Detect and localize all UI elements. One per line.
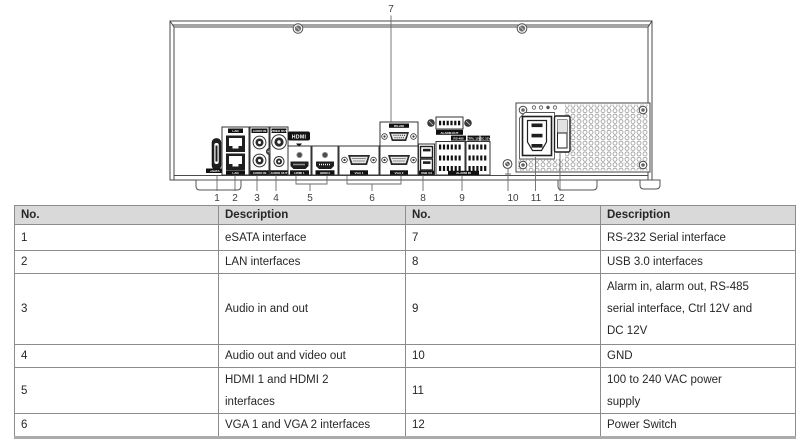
cell-no: 1 — [14, 224, 219, 251]
lan-top-label: LAN — [232, 129, 238, 133]
cell-description: VGA 1 and VGA 2 interfaces — [218, 413, 406, 438]
cell-description: Audio out and video out — [218, 344, 406, 368]
header-description-left: Description — [218, 205, 406, 225]
hdmi2-label: HDMI 2 — [320, 171, 330, 175]
cell-no: 12 — [405, 413, 601, 438]
cell-no: 11 — [405, 367, 601, 414]
av-out-ports: VIDEO OUT AUDIO OUT — [269, 126, 289, 176]
callout-numbers: 7 1 2 3 4 5 6 8 9 10 11 12 — [214, 4, 565, 204]
usb-ports: USB 3.0 — [418, 143, 435, 176]
rs232-port: RS-232 — [379, 121, 419, 147]
callout-7: 7 — [388, 4, 394, 15]
psu-leader-lines — [535, 153, 561, 191]
video-out-top-label: VIDEO OUT — [271, 129, 288, 133]
esata-port: eSATA — [206, 138, 224, 173]
callout-9: 9 — [459, 193, 465, 204]
vga-port-2: VGA 2 — [379, 145, 419, 176]
table-row: 5 HDMI 1 and HDMI 2 interfaces 11 100 to… — [14, 367, 796, 414]
table-row: 4 Audio out and video out 10 GND — [14, 344, 796, 368]
power-supply-plate — [515, 102, 651, 173]
hdmi1-label: HDMI 1 — [294, 171, 304, 175]
callout-3: 3 — [254, 193, 260, 204]
gnd-screw — [502, 159, 513, 169]
cell-no: 8 — [405, 250, 601, 274]
hdmi-badge: HDMI — [288, 131, 310, 147]
table-header-row: No. Description No. Description — [14, 205, 796, 225]
alarm-in-label: ALARM IN — [456, 171, 471, 175]
cell-description: eSATA interface — [218, 224, 406, 251]
ctrl-12v-label: CTRL 12V — [466, 137, 480, 141]
vga2-label: VGA 2 — [395, 171, 404, 175]
cell-no: 5 — [14, 367, 219, 414]
callout-2: 2 — [232, 193, 238, 204]
callout-5: 5 — [307, 193, 313, 204]
hdmi-port-2: HDMI 2 — [311, 145, 339, 176]
callout-11: 11 — [531, 193, 542, 204]
rear-panel-diagram: eSATA LAN LAN AUDIO IN AUDIO IN VID — [0, 0, 807, 205]
callout-6: 6 — [369, 193, 375, 204]
cell-no: 3 — [14, 273, 219, 345]
cell-description: 100 to 240 VAC power supply — [600, 367, 796, 414]
cell-description: USB 3.0 interfaces — [600, 250, 796, 274]
cell-description: RS-232 Serial interface — [600, 224, 796, 251]
alarm-terminal-blocks: ALARM OUT RS-485 CTRL 12V DC 12V ALARM I… — [427, 116, 491, 176]
vga-port-1: VGA 1 — [338, 145, 380, 176]
audio-in-ports: AUDIO IN AUDIO IN — [249, 126, 270, 176]
cell-description: HDMI 1 and HDMI 2 interfaces — [218, 367, 406, 414]
cell-description: GND — [600, 344, 796, 368]
cell-no: 10 — [405, 344, 601, 368]
table-row: 1 eSATA interface 7 RS-232 Serial interf… — [14, 224, 796, 251]
usb-label: USB 3.0 — [421, 171, 433, 175]
lan-bottom-label: LAN — [232, 171, 238, 175]
chassis-feet — [195, 179, 661, 191]
header-no-left: No. — [14, 205, 219, 225]
power-switch — [553, 115, 571, 153]
dc-12v-label: DC 12V — [480, 137, 491, 141]
table-row: 3 Audio in and out 9 Alarm in, alarm out… — [14, 273, 796, 345]
hdmi-port-1: HDMI 1 — [287, 145, 312, 176]
callout-1: 1 — [214, 193, 220, 204]
rs485-label: RS-485 — [453, 137, 464, 141]
table-row: 6 VGA 1 and VGA 2 interfaces 12 Power Sw… — [14, 413, 796, 438]
cell-no: 9 — [405, 273, 601, 345]
audio-out-bottom-label: AUDIO OUT — [271, 171, 288, 175]
header-description-right: Description — [600, 205, 796, 225]
svg-text:HDMI: HDMI — [292, 134, 307, 140]
lan-ports: LAN LAN — [221, 126, 250, 176]
header-no-right: No. — [405, 205, 601, 225]
vga1-label: VGA 1 — [355, 171, 364, 175]
alarm-out-label: ALARM OUT — [441, 131, 459, 135]
cell-description: Alarm in, alarm out, RS-485 serial inter… — [600, 273, 796, 345]
callout-4: 4 — [273, 193, 279, 204]
ac-power-inlet — [519, 112, 555, 160]
vent-grille-small — [518, 159, 566, 171]
panel-screw-icon — [292, 23, 528, 34]
callout-12: 12 — [553, 193, 565, 204]
audio-in-top-label: AUDIO IN — [253, 129, 267, 133]
cell-no: 7 — [405, 224, 601, 251]
cell-no: 6 — [14, 413, 219, 438]
cell-description: Power Switch — [600, 413, 796, 438]
rear-panel-svg: eSATA LAN LAN AUDIO IN AUDIO IN VID — [169, 4, 661, 204]
rs232-label: RS-232 — [394, 124, 405, 128]
callout-8: 8 — [420, 193, 426, 204]
cell-description: LAN interfaces — [218, 250, 406, 274]
cell-description: Audio in and out — [218, 273, 406, 345]
cell-no: 2 — [14, 250, 219, 274]
table-row: 2 LAN interfaces 8 USB 3.0 interfaces — [14, 250, 796, 274]
interface-description-table: No. Description No. Description 1 eSATA … — [14, 205, 796, 439]
callout-leader-lines — [216, 15, 511, 191]
esata-label: eSATA — [210, 169, 220, 173]
cell-no: 4 — [14, 344, 219, 368]
callout-10: 10 — [507, 193, 519, 204]
vent-grille — [565, 104, 648, 171]
audio-in-bottom-label: AUDIO IN — [253, 171, 267, 175]
